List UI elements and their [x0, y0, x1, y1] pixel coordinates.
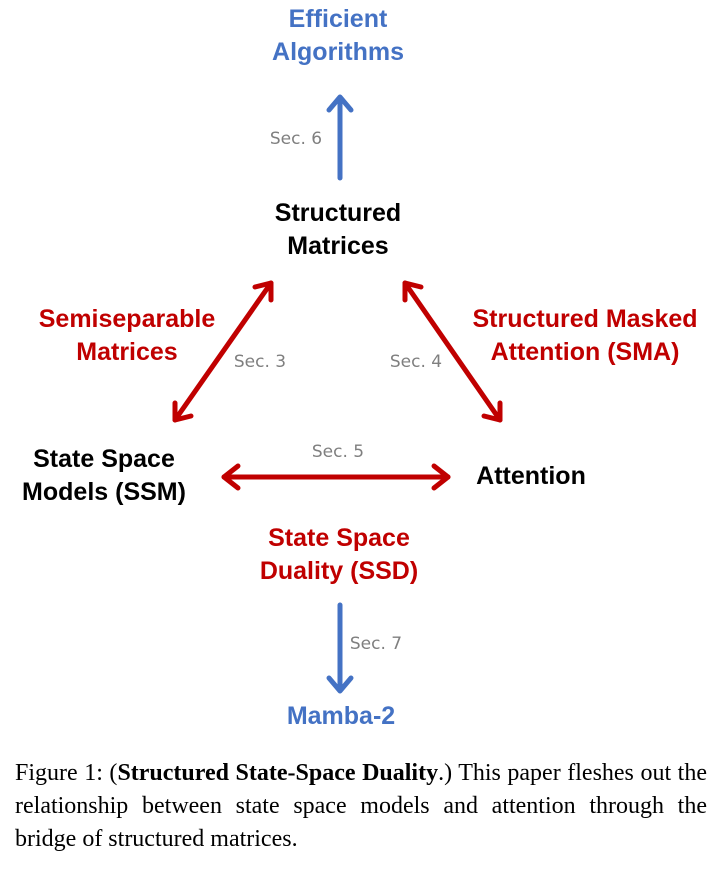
caption-bold-title: Structured State-Space Duality — [117, 760, 439, 786]
node-structured-matrices-line1: Structured — [274, 199, 402, 227]
caption-prefix: Figure 1: ( — [15, 760, 118, 786]
arrow-structured-matrices-attention — [402, 280, 503, 423]
edge-label-semiseparable-line1: Semiseparable — [38, 305, 216, 333]
node-structured-matrices: Structured Matrices — [275, 197, 401, 262]
section-label-sec5: Sec. 5 — [311, 442, 365, 462]
node-ssm-line2: Models (SSM) — [22, 477, 186, 506]
figure-caption: Figure 1: (Structured State-Space Dualit… — [15, 757, 707, 856]
node-structured-matrices-line2: Matrices — [287, 231, 389, 260]
section-label-sec6: Sec. 6 — [269, 129, 323, 149]
section-label-sec7: Sec. 7 — [349, 634, 403, 654]
caption-text: .) This paper fleshes out the relationsh… — [15, 760, 707, 852]
section-label-sec4: Sec. 4 — [389, 352, 443, 372]
node-efficient-algorithms-line2: Algorithms — [272, 37, 404, 66]
arrow-to-mamba2 — [326, 602, 354, 694]
node-attention: Attention — [476, 460, 586, 493]
arrows-layer — [172, 94, 503, 694]
node-efficient-algorithms: Efficient Algorithms — [272, 3, 404, 68]
duality-diagram: Efficient Algorithms Structured Matrices… — [22, 3, 697, 733]
node-efficient-algorithms-line1: Efficient — [288, 5, 388, 33]
edge-label-semiseparable-line2: Matrices — [76, 337, 178, 366]
edge-label-ssd-line1: State Space — [268, 524, 410, 552]
section-label-sec3: Sec. 3 — [233, 352, 287, 372]
edge-label-state-space-duality: State Space Duality (SSD) — [260, 522, 418, 587]
node-attention-line1: Attention — [476, 462, 586, 490]
arrow-to-efficient-algorithms — [326, 94, 354, 181]
edge-label-structured-masked-attention: Structured Masked Attention (SMA) — [472, 303, 697, 368]
node-mamba2-line1: Mamba-2 — [286, 702, 396, 730]
arrow-ssm-attention — [221, 463, 451, 491]
arrow-ssm-structured-matrices — [172, 280, 274, 423]
edge-label-sma-line1: Structured Masked — [472, 305, 698, 333]
node-state-space-models: State Space Models (SSM) — [22, 443, 186, 508]
edge-label-sma-line2: Attention (SMA) — [490, 337, 680, 366]
node-ssm-line1: State Space — [33, 445, 175, 473]
node-mamba-2: Mamba-2 — [287, 700, 395, 733]
edge-label-semiseparable-matrices: Semiseparable Matrices — [39, 303, 216, 368]
edge-label-ssd-line2: Duality (SSD) — [259, 556, 419, 585]
